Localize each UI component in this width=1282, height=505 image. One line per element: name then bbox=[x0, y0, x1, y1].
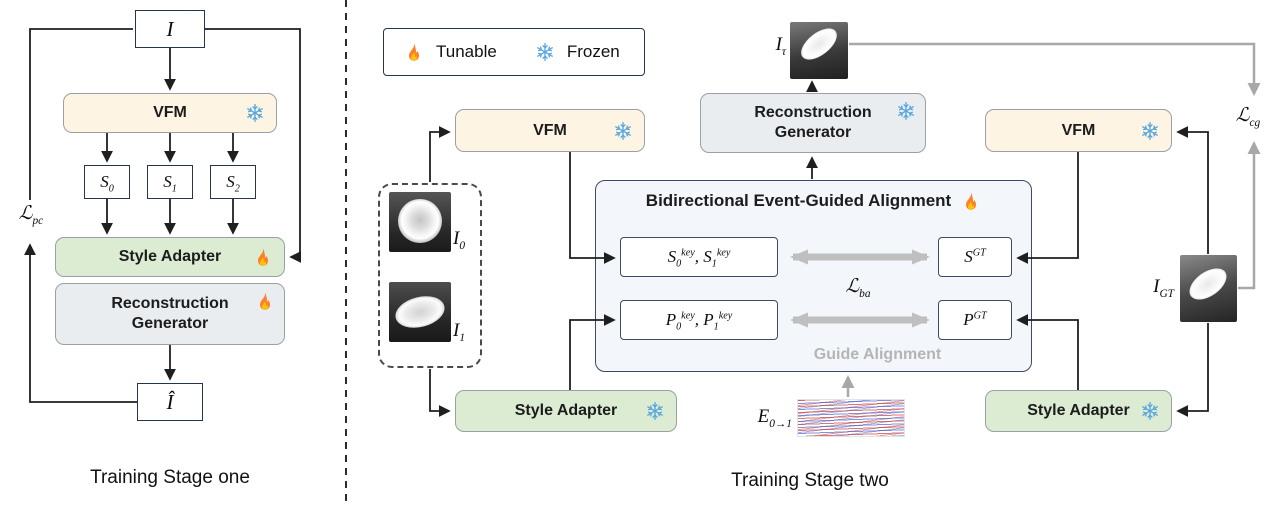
input0-label: I0 bbox=[453, 228, 466, 252]
loss-pc-label: ℒpc bbox=[18, 203, 44, 227]
p-gt-label: PGT bbox=[963, 310, 987, 329]
legend: Tunable Frozen bbox=[383, 28, 645, 76]
s1-label: S1 bbox=[163, 172, 177, 195]
arrow-gt-to-vfm-right bbox=[1176, 126, 1209, 254]
arrow-gt-to-adapter-right bbox=[1176, 323, 1209, 417]
loss-ba-label: ℒba bbox=[845, 276, 871, 300]
feature-box-s2: S2 bbox=[210, 165, 256, 199]
style-adapter-left-label: Style Adapter bbox=[514, 402, 618, 419]
s-gt-label: SGT bbox=[964, 247, 986, 266]
snowflake-icon bbox=[535, 42, 555, 62]
guide-alignment-label: Guide Alignment bbox=[813, 346, 942, 363]
input-frames-container bbox=[378, 183, 482, 368]
input1-label: I1 bbox=[453, 320, 466, 344]
event-label: E0→1 bbox=[757, 406, 792, 430]
s-key-label: S0key, S1key bbox=[667, 247, 731, 270]
event-stream-image bbox=[797, 399, 905, 437]
flame-icon bbox=[961, 191, 981, 211]
gt-image bbox=[1180, 255, 1237, 322]
legend-tunable-label: Tunable bbox=[436, 42, 497, 61]
output-image-box: Î bbox=[137, 383, 203, 421]
output-label: Î bbox=[166, 389, 174, 414]
stage-two-title: Training Stage two bbox=[731, 470, 889, 491]
input-label: I bbox=[166, 16, 174, 41]
arrow-inputs-to-adapter-left bbox=[429, 369, 451, 417]
flame-icon bbox=[255, 291, 275, 311]
alignment-title-row: Bidirectional Event-Guided Alignment bbox=[596, 190, 1031, 211]
generator-label: Reconstruction Generator bbox=[111, 295, 229, 332]
input-image-0 bbox=[389, 192, 451, 252]
style-adapter-box-right: Style Adapter bbox=[985, 390, 1172, 432]
plate-shape bbox=[392, 291, 448, 333]
style-adapter-box-left: Style Adapter bbox=[455, 390, 677, 432]
vfm-box-right: VFM bbox=[985, 109, 1172, 152]
target-image bbox=[790, 22, 848, 79]
target-label: Iτ bbox=[775, 34, 786, 58]
snowflake-icon bbox=[1140, 401, 1160, 421]
style-adapter-label: Style Adapter bbox=[118, 248, 222, 265]
plate-shape bbox=[795, 22, 843, 66]
feature-box-s0: S0 bbox=[84, 165, 130, 199]
alignment-title: Bidirectional Event-Guided Alignment bbox=[645, 191, 952, 210]
legend-frozen-label: Frozen bbox=[566, 42, 620, 61]
snowflake-icon bbox=[1140, 121, 1160, 141]
s-gt-box: SGT bbox=[938, 237, 1012, 277]
feature-box-s1: S1 bbox=[147, 165, 193, 199]
input-image-1 bbox=[389, 282, 451, 342]
s2-label: S2 bbox=[226, 172, 240, 195]
flame-icon bbox=[253, 247, 273, 267]
gt-label: IGT bbox=[1153, 276, 1174, 300]
loss-cg-label: ℒcg bbox=[1235, 105, 1261, 129]
s-key-box: S0key, S1key bbox=[620, 237, 778, 277]
stage-one-title: Training Stage one bbox=[90, 467, 250, 488]
arrow-inputs-to-vfm-left bbox=[429, 126, 451, 182]
stage1-arrows bbox=[24, 28, 302, 403]
generator-label: Reconstruction Generator bbox=[754, 104, 872, 141]
snowflake-icon bbox=[613, 121, 633, 141]
snowflake-icon bbox=[645, 401, 665, 421]
arrow-input-skip-to-adapter bbox=[205, 28, 302, 263]
vfm-label: VFM bbox=[153, 104, 187, 121]
snowflake-icon bbox=[245, 103, 265, 123]
generator-box-stage1: Reconstruction Generator bbox=[55, 283, 285, 345]
style-adapter-right-label: Style Adapter bbox=[1027, 402, 1130, 419]
snowflake-icon bbox=[896, 101, 916, 121]
generator-box-stage2: Reconstruction Generator bbox=[700, 93, 926, 153]
plate-shape bbox=[1183, 262, 1233, 306]
plate-shape bbox=[398, 199, 442, 243]
vfm-box-stage1: VFM bbox=[63, 93, 277, 133]
style-adapter-box-stage1: Style Adapter bbox=[55, 237, 285, 277]
p-gt-box: PGT bbox=[938, 300, 1012, 340]
line-gt-to-loss-cg bbox=[1238, 141, 1261, 290]
flame-icon bbox=[404, 42, 424, 62]
s0-label: S0 bbox=[100, 172, 114, 195]
vfm-right-label: VFM bbox=[1061, 121, 1096, 139]
p-key-box: P0key, P1key bbox=[620, 300, 778, 340]
input-image-box: I bbox=[135, 10, 205, 48]
vfm-box-left: VFM bbox=[455, 109, 645, 152]
vfm-left-label: VFM bbox=[533, 121, 567, 139]
line-target-to-loss-cg bbox=[849, 42, 1261, 96]
p-key-label: P0key, P1key bbox=[665, 310, 733, 333]
